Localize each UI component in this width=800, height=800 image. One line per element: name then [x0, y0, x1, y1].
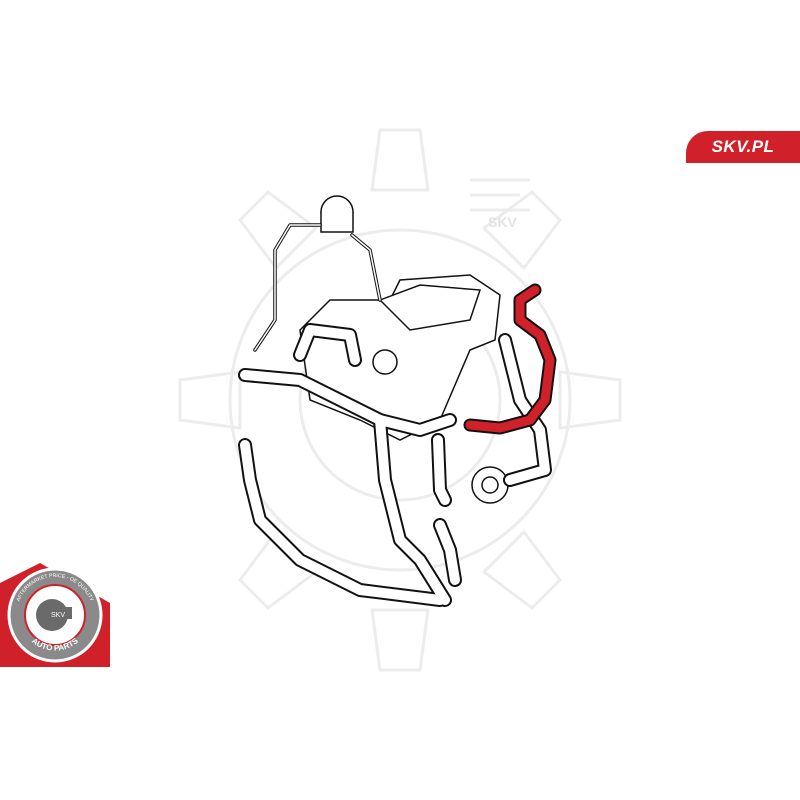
brand-site-tab: SKV.PL — [686, 131, 800, 163]
watermark-text: SKV — [488, 214, 517, 230]
highlighted-hose — [463, 283, 557, 435]
badge-center-text: SKV — [51, 612, 65, 619]
hoses — [238, 223, 552, 607]
brand-site-label: SKV.PL — [711, 137, 775, 156]
skv-auto-parts-badge: SKV AFTERMARKET PRICE - OE QUALITY AUTO … — [0, 563, 110, 667]
engine-outline — [299, 195, 509, 504]
